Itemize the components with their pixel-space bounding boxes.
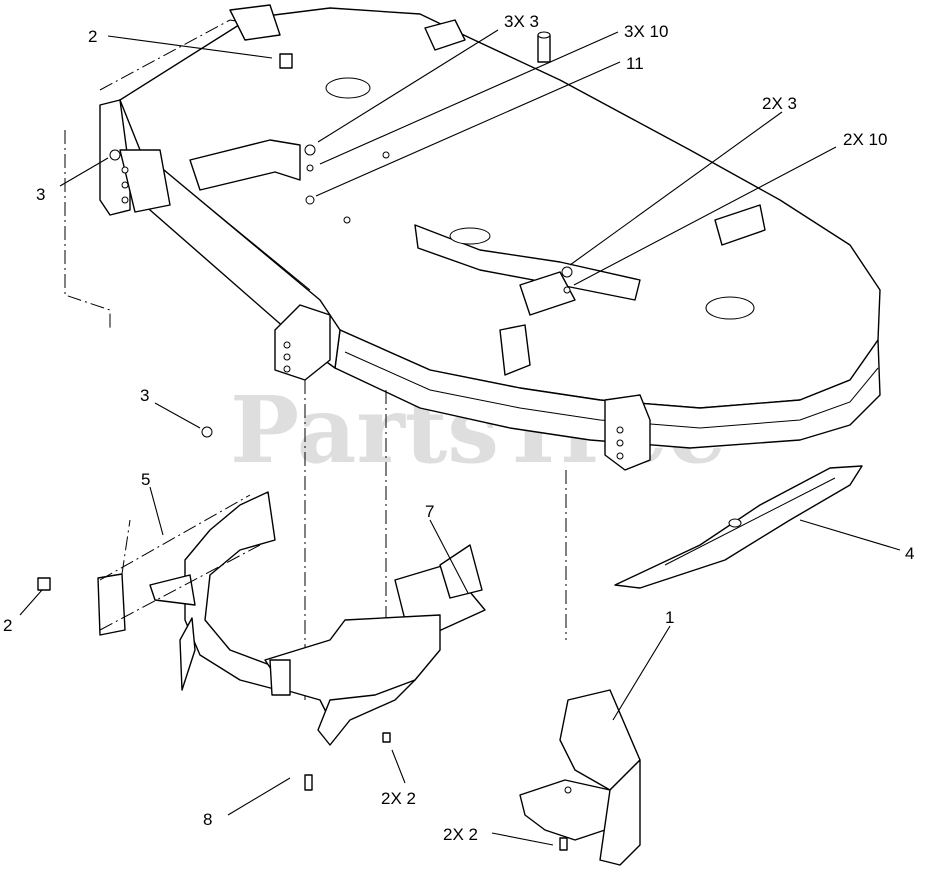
leader-lines [19,29,901,846]
callout-8: 8 [203,810,212,829]
hardware-bolt-icon [37,53,293,591]
callout-3-mid: 3 [140,386,149,405]
callout-2x10: 2X 10 [843,130,887,149]
callout-2x3: 2X 3 [762,94,797,113]
callout-4: 4 [905,544,914,563]
mulch-plug-icon [519,689,641,866]
mower-blade-icon [614,465,863,589]
callout-2x2-bottom: 2X 2 [443,825,478,844]
callout-3x10: 3X 10 [624,22,668,41]
chute-icon [97,426,279,691]
callout-2x2-mid: 2X 2 [381,789,416,808]
mower-deck-icon [64,4,881,700]
callout-5: 5 [141,470,150,489]
callout-1: 1 [665,608,674,627]
callout-11: 11 [626,54,644,73]
callout-2-top: 2 [88,27,97,46]
callout-3x3: 3X 3 [504,12,539,31]
callout-2-left: 2 [3,616,12,635]
baffle-icon [264,614,441,791]
callout-7: 7 [425,502,434,521]
callout-3-left: 3 [36,185,45,204]
callout-labels: 2 3X 3 3X 10 11 2X 3 2X 10 3 3 5 7 4 1 2… [3,12,914,844]
